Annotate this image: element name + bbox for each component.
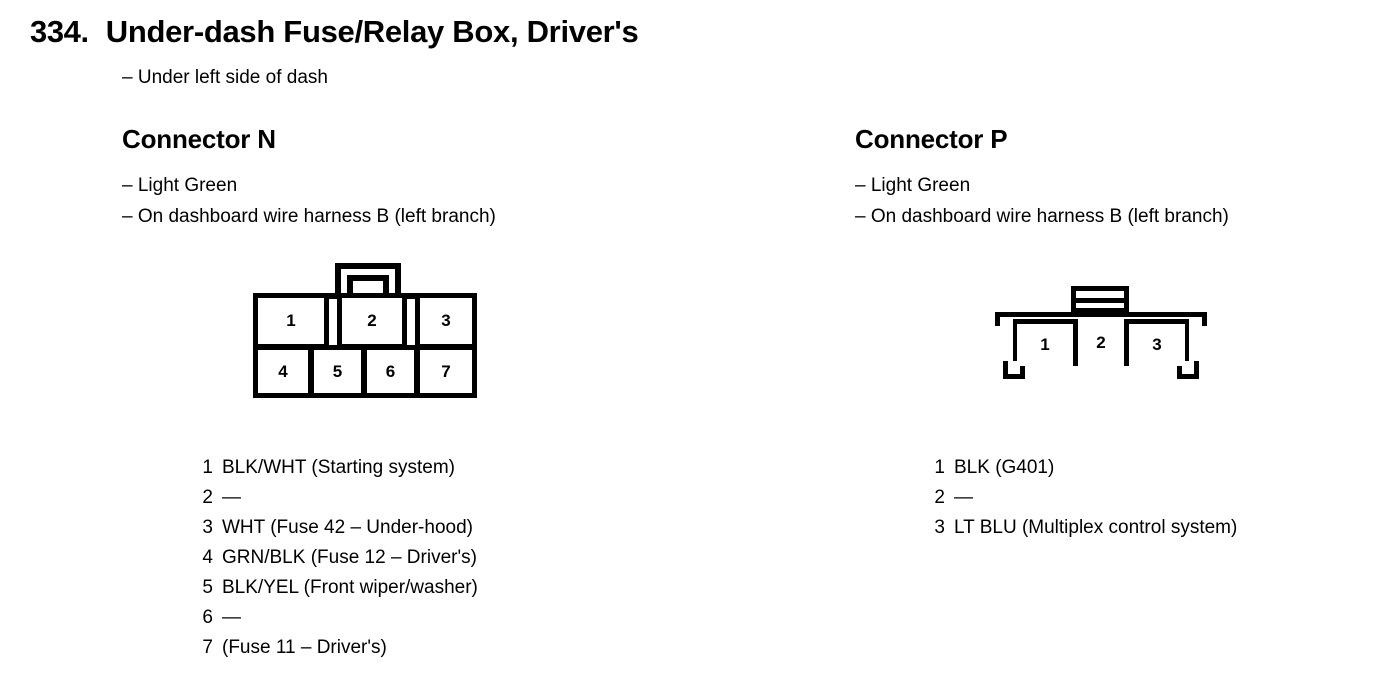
- pin-description: —: [222, 487, 241, 508]
- page-title-text: Under-dash Fuse/Relay Box, Driver's: [105, 14, 639, 49]
- pin-description: WHT (Fuse 42 – Under-hood): [222, 517, 473, 538]
- connector-n-cavity-1: 1: [253, 293, 329, 349]
- pin-row: 3 LT BLU (Multiplex control system): [927, 517, 1237, 547]
- pin-description: LT BLU (Multiplex control system): [954, 517, 1238, 538]
- connector-p-note-color: – Light Green: [855, 175, 971, 196]
- pin-row: 1 BLK (G401): [927, 457, 1237, 487]
- connector-p-latch-rib-1: [1071, 298, 1129, 303]
- connector-n-pin-list: 1 BLK/WHT (Starting system) 2 — 3 WHT (F…: [195, 457, 478, 667]
- pin-row: 2 —: [927, 487, 1237, 517]
- pin-row: 6 —: [195, 607, 478, 637]
- connector-n-note-color: – Light Green: [122, 175, 238, 196]
- connector-n-column: Connector N – Light Green – On dashboard…: [122, 0, 662, 682]
- connector-n-notes: – Light Green – On dashboard wire harnes…: [122, 170, 496, 232]
- pin-description: —: [954, 487, 973, 508]
- pin-number: 3: [934, 517, 945, 538]
- pin-description: BLK/WHT (Starting system): [222, 457, 455, 478]
- page-subtitle: – Under left side of dash: [122, 67, 328, 88]
- pin-description: —: [222, 607, 241, 628]
- connector-p-cavity-2: 2: [1073, 319, 1129, 366]
- connector-p-column: Connector P – Light Green – On dashboard…: [855, 0, 1392, 682]
- pin-number: 6: [202, 607, 213, 628]
- pin-row: 7 (Fuse 11 – Driver's): [195, 637, 478, 667]
- pin-description: GRN/BLK (Fuse 12 – Driver's): [222, 547, 477, 568]
- connector-n-note-harness: – On dashboard wire harness B (left bran…: [122, 206, 496, 227]
- pin-row: 1 BLK/WHT (Starting system): [195, 457, 478, 487]
- pin-row: 2 —: [195, 487, 478, 517]
- connector-n-cavity-6: 6: [362, 345, 419, 398]
- connector-p-note-harness: – On dashboard wire harness B (left bran…: [855, 206, 1229, 227]
- connector-p-notes: – Light Green – On dashboard wire harnes…: [855, 170, 1229, 232]
- connector-p-cavity-3: 3: [1129, 324, 1185, 366]
- connector-n-cavity-5: 5: [309, 345, 366, 398]
- connector-n-diagram: 1 2 3 4 5 6 7: [253, 263, 483, 403]
- pin-number: 2: [202, 487, 213, 508]
- pin-number: 3: [202, 517, 213, 538]
- connector-p-cavity-1: 1: [1017, 324, 1073, 366]
- pin-number: 5: [202, 577, 213, 598]
- pin-number: 1: [202, 457, 213, 478]
- connector-p-latch-rib-2: [1071, 308, 1129, 313]
- pin-number: 7: [202, 637, 213, 658]
- connector-p-diagram: 1 2 3: [995, 286, 1210, 382]
- connector-n-cavity-7: 7: [415, 345, 477, 398]
- page-title: 334. Under-dash Fuse/Relay Box, Driver's: [30, 14, 639, 50]
- pin-number: 4: [202, 547, 213, 568]
- pin-description: BLK (G401): [954, 457, 1055, 478]
- connector-p-pin-list: 1 BLK (G401) 2 — 3 LT BLU (Multiplex con…: [927, 457, 1237, 547]
- pin-description: (Fuse 11 – Driver's): [222, 637, 387, 658]
- connector-n-cavity-3: 3: [415, 293, 477, 349]
- pin-row: 5 BLK/YEL (Front wiper/washer): [195, 577, 478, 607]
- pin-row: 3 WHT (Fuse 42 – Under-hood): [195, 517, 478, 547]
- pin-number: 2: [934, 487, 945, 508]
- connector-n-cavity-4: 4: [253, 345, 313, 398]
- pin-row: 4 GRN/BLK (Fuse 12 – Driver's): [195, 547, 478, 577]
- pin-number: 1: [934, 457, 945, 478]
- connector-p-heading: Connector P: [855, 124, 1008, 154]
- pin-description: BLK/YEL (Front wiper/washer): [222, 577, 478, 598]
- connector-n-cavity-2: 2: [337, 293, 407, 349]
- section-number: 334.: [30, 14, 89, 49]
- connector-n-heading: Connector N: [122, 124, 276, 154]
